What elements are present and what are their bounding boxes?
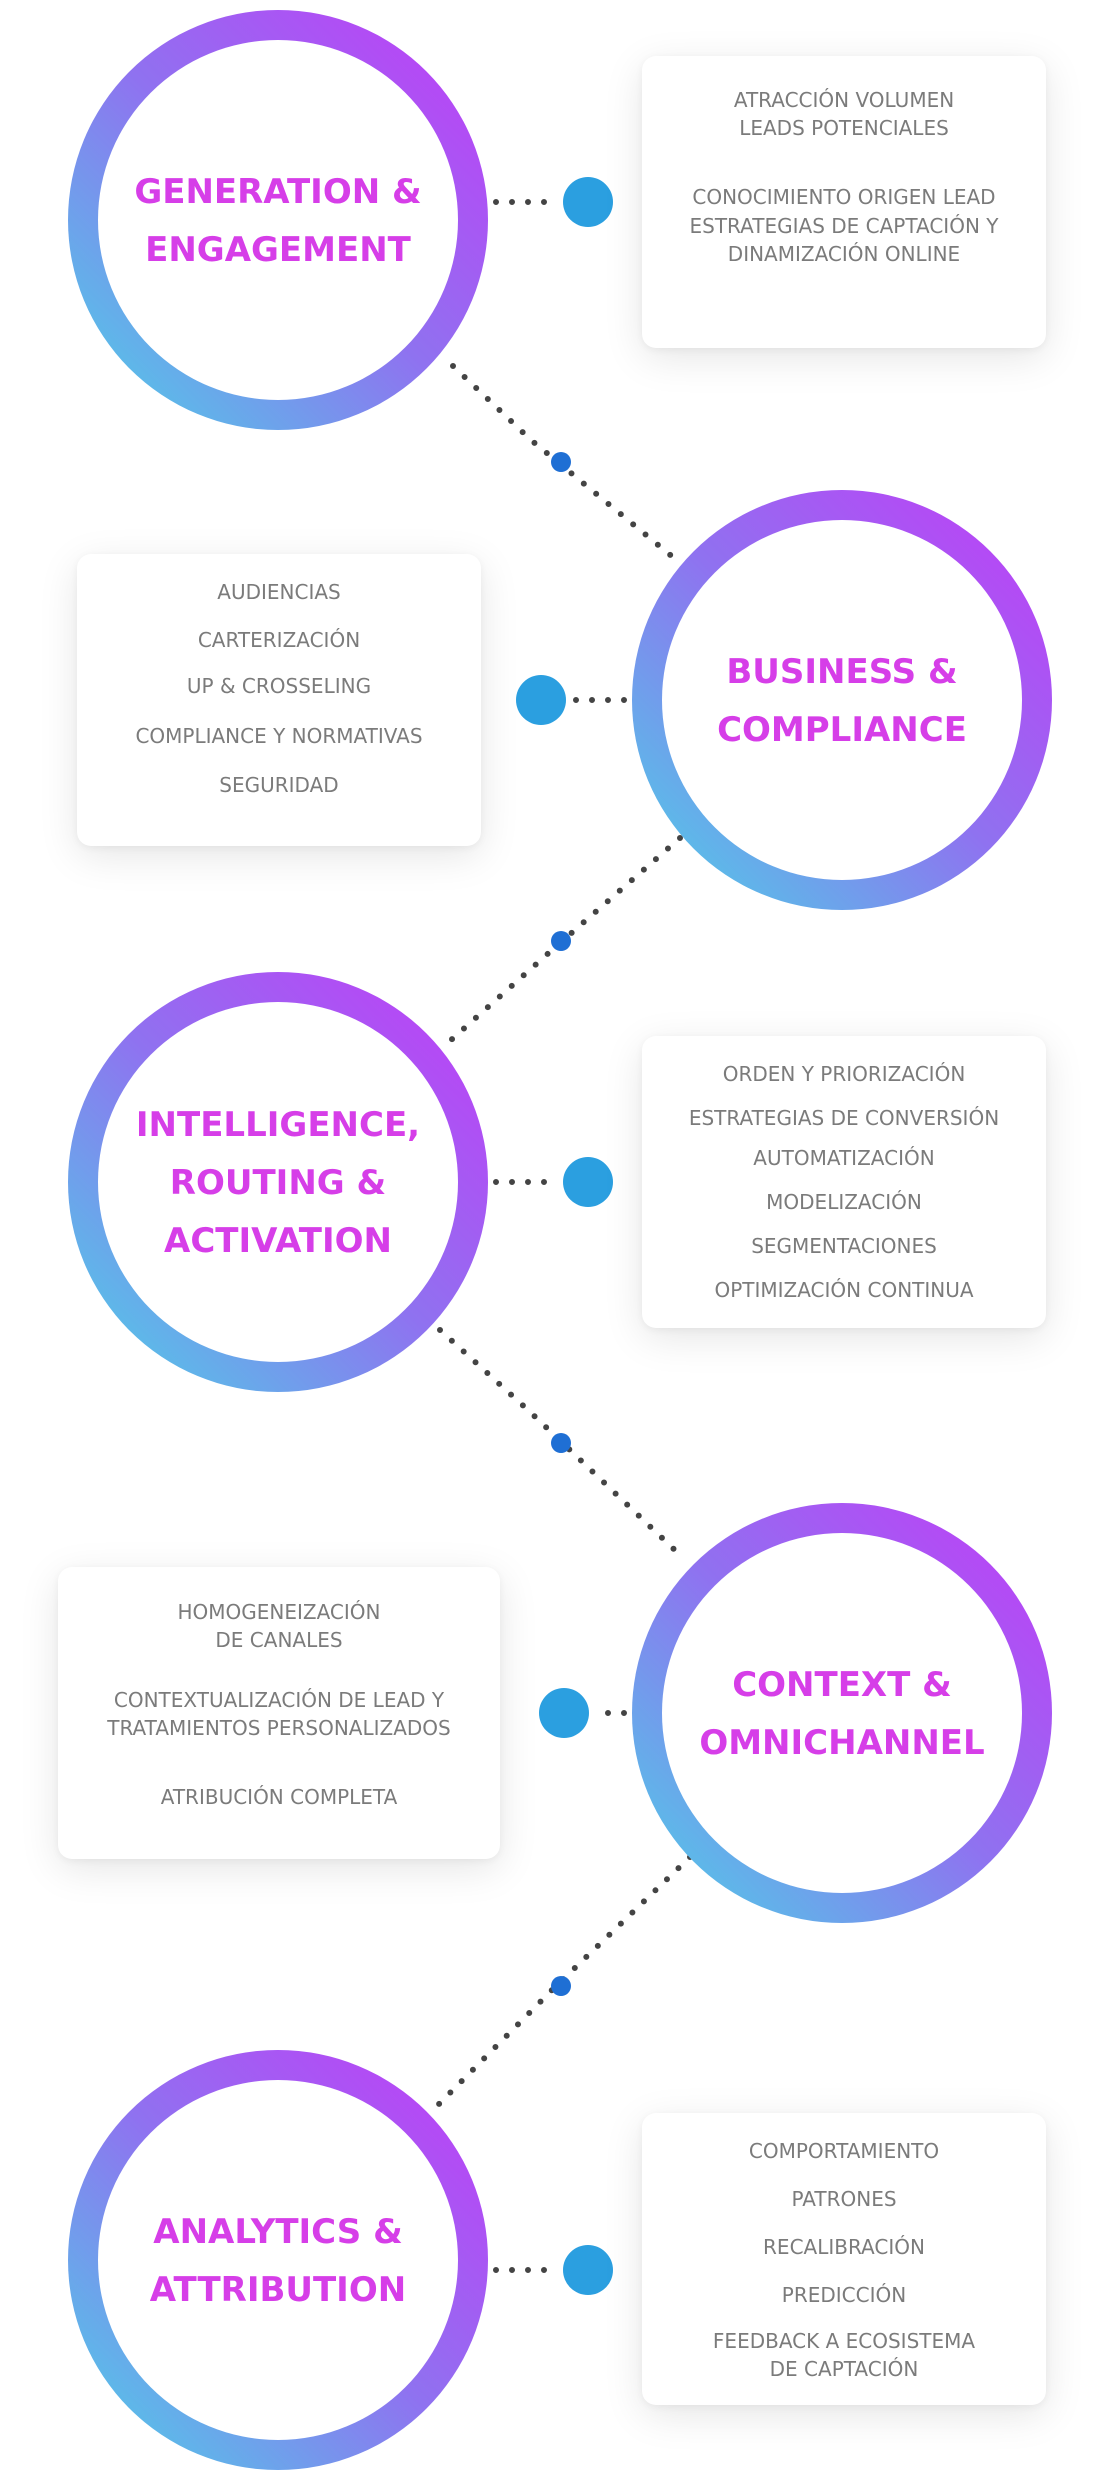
stage-title-line: ENGAGEMENT: [145, 230, 412, 270]
stage-ring-inner: [662, 1533, 1022, 1893]
connector-node-2: [551, 931, 571, 951]
stage-title-line: INTELLIGENCE,: [136, 1105, 420, 1145]
stage-title-line: ATTRIBUTION: [150, 2270, 406, 2310]
stage-card-item: ESTRATEGIAS DE CAPTACIÓN Y DINAMIZACIÓN …: [689, 214, 999, 266]
stage-card-item: MODELIZACIÓN: [766, 1190, 922, 1214]
stage-card-item: COMPORTAMIENTO: [748, 2139, 940, 2163]
stage-title-line: GENERATION &: [134, 172, 421, 212]
stage-card-item: ESTRATEGIAS DE CONVERSIÓN: [688, 1106, 1000, 1130]
stage-rings: GENERATION & ENGAGEMENT BUSINESS & COMPLIAN…: [68, 10, 1052, 2470]
stage-node-dot-1: [563, 177, 613, 227]
stage-card-item: SEGMENTACIONES: [751, 1234, 937, 1258]
stage-ring-inner: [98, 40, 458, 400]
stage-ring-1: GENERATION & ENGAGEMENT: [68, 10, 488, 430]
stage-ring-5: ANALYTICS & ATTRIBUTION: [68, 2050, 488, 2470]
connector-node-1: [551, 452, 571, 472]
stage-ring-2: BUSINESS & COMPLIANCE: [632, 490, 1052, 910]
stage-card-item: RECALIBRACIÓN: [763, 2235, 925, 2259]
stage-card-item: UP & CROSSELING: [186, 674, 372, 698]
stage-ring-4: CONTEXT & OMNICHANNEL: [632, 1503, 1052, 1923]
stage-card-item: PREDICCIÓN: [781, 2283, 907, 2307]
stage-node-dot-5: [563, 2245, 613, 2295]
diagonal-connector-3: [437, 1327, 683, 1558]
stage-ring-3: INTELLIGENCE, ROUTING & ACTIVATION: [68, 972, 488, 1392]
stage-card-item: ATRIBUCIÓN COMPLETA: [160, 1785, 398, 1809]
stage-card-item: AUTOMATIZACIÓN: [753, 1146, 935, 1170]
stage-ring-inner: [98, 2080, 458, 2440]
stage-card-item: HOMOGENEIZACIÓN DE CANALES: [177, 1600, 381, 1652]
stage-title-line: ROUTING &: [170, 1163, 386, 1203]
stage-title-line: BUSINESS &: [726, 652, 957, 692]
stage-card-item: PATRONES: [791, 2187, 897, 2211]
stage-card-item: SEGURIDAD: [219, 773, 339, 797]
stage-card-item: COMPLIANCE Y NORMATIVAS: [135, 724, 423, 748]
connector-node-3: [551, 1433, 571, 1453]
stage-title-line: CONTEXT &: [732, 1665, 952, 1705]
stage-node-dot-2: [516, 675, 566, 725]
stage-card-5: COMPORTAMIENTO PATRONES RECALIBRACIÓN PREDI…: [642, 2113, 1046, 2405]
stage-card-item: CONOCIMIENTO ORIGEN LEAD: [692, 185, 996, 209]
stage-card-item: CARTERIZACIÓN: [197, 628, 361, 652]
stage-ring-inner: [662, 520, 1022, 880]
stage-node-dot-3: [563, 1157, 613, 1207]
stage-card-2: AUDIENCIAS CARTERIZACIÓN UP & CROSSELING CO…: [77, 554, 481, 846]
stage-title-line: ANALYTICS &: [153, 2212, 402, 2252]
stage-title-line: OMNICHANNEL: [699, 1723, 984, 1763]
stage-connectors: [435, 177, 693, 2295]
stage-title-line: COMPLIANCE: [717, 710, 967, 750]
stage-title-line: ACTIVATION: [164, 1221, 392, 1261]
stage-card-4: HOMOGENEIZACIÓN DE CANALES CONTEXTUALIZAC…: [58, 1567, 500, 1859]
stage-card-1: ATRACCIÓN VOLUMEN LEADS POTENCIALES CONOC…: [642, 56, 1046, 348]
stage-card-item: ATRACCIÓN VOLUMEN LEADS POTENCIALES: [733, 88, 955, 140]
stage-card-item: ORDEN Y PRIORIZACIÓN: [722, 1062, 966, 1086]
stage-card-3: ORDEN Y PRIORIZACIÓN ESTRATEGIAS DE CONVE…: [642, 1036, 1046, 1328]
connector-node-4: [551, 1976, 571, 1996]
stage-card-item: OPTIMIZACIÓN CONTINUA: [714, 1278, 974, 1302]
stage-card-item: CONTEXTUALIZACIÓN DE LEAD Y TRATAMIENTOS…: [107, 1688, 451, 1740]
stage-card-item: AUDIENCIAS: [217, 580, 341, 604]
stage-ring-inner: [98, 1002, 458, 1362]
stage-card-item: FEEDBACK A ECOSISTEMA DE CAPTACIÓN: [712, 2329, 976, 2381]
stage-node-dot-4: [539, 1688, 589, 1738]
